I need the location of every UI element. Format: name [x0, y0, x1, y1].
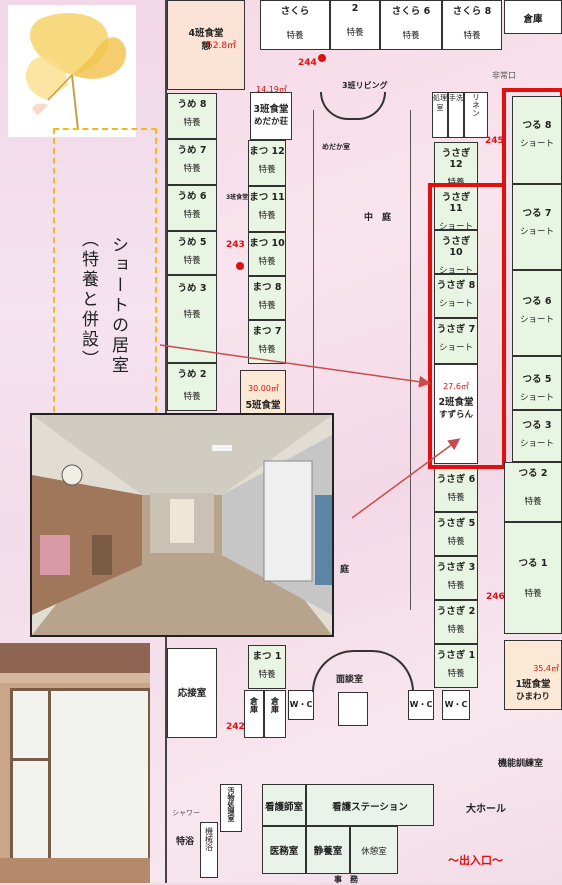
dining-4: 4班食堂 憩 — [167, 0, 245, 90]
rest-room: 静養室 — [306, 826, 350, 874]
courtyard-lower: 庭 — [340, 565, 350, 575]
ginkgo-image — [8, 5, 136, 137]
caption-line2: （特養と併設） — [78, 230, 98, 370]
handwash-room: 手洗 — [448, 92, 464, 138]
room-number-246: 246 — [486, 592, 505, 602]
sewage-room-top: 処理室 — [432, 92, 448, 138]
special-bath: 特浴 — [176, 837, 195, 847]
dining-1: 35.4㎡ 1班食堂 ひまわり — [504, 640, 562, 710]
reception-room: 応接室 — [167, 648, 217, 738]
shower: シャワー — [172, 809, 200, 817]
machine-bath: 機械浴 — [200, 822, 218, 878]
room-photo — [0, 643, 150, 883]
corridor-line-2 — [410, 110, 411, 610]
storage-top: 倉庫 — [504, 0, 562, 34]
room-number-244: 244 — [298, 58, 317, 68]
living-3: 3班リビング — [342, 81, 388, 90]
wc-2: W・C — [408, 690, 434, 720]
room-number-245: 245 — [485, 136, 504, 146]
entrance: ～出入口～ — [448, 854, 503, 867]
medical-room: 医務室 — [262, 826, 306, 874]
medaka-room: めだか室 — [322, 143, 350, 151]
dining-3: 3班食堂 めだか荘 — [250, 92, 292, 140]
short-stay-highlight-left — [428, 183, 506, 469]
wc-1: W・C — [288, 690, 314, 720]
nurse-station: 看護ステーション — [306, 784, 434, 826]
wc-3: W・C — [442, 690, 470, 720]
dining-4-area: 52.8㎡ — [207, 41, 237, 51]
storage-lower-2: 倉庫 — [264, 690, 286, 738]
dining-3-small: 3班食堂 — [226, 194, 249, 201]
room-number-242: 242 — [226, 722, 245, 732]
caption-line1: ショートの居室 — [108, 236, 128, 376]
short-stay-dashed-frame — [53, 128, 157, 422]
meeting-table — [338, 692, 368, 726]
grand-hall: 大ホール — [466, 804, 506, 815]
corridor-photo — [30, 413, 334, 637]
emergency-exit: 非常口 — [492, 71, 516, 80]
dining-5-area: 30.00㎡ — [248, 384, 279, 393]
sewage-room: 汚物処理室 — [220, 784, 242, 832]
dining-3-area: 14.19㎡ — [256, 85, 287, 94]
marker-244 — [318, 54, 326, 62]
break-room: 休憩室 — [350, 826, 398, 874]
linen-room: リネン — [464, 92, 488, 138]
rehab-room: 機能訓練室 — [498, 759, 544, 769]
top-room-1: さくら特養 — [260, 0, 330, 50]
storage-lower-1: 倉庫 — [244, 690, 264, 738]
room-number-243: 243 — [226, 240, 245, 250]
marker-243 — [236, 262, 244, 270]
nurse-room: 看護師室 — [262, 784, 306, 826]
courtyard: 中 庭 — [364, 213, 392, 223]
office-bottom: 事 務 — [334, 875, 358, 884]
